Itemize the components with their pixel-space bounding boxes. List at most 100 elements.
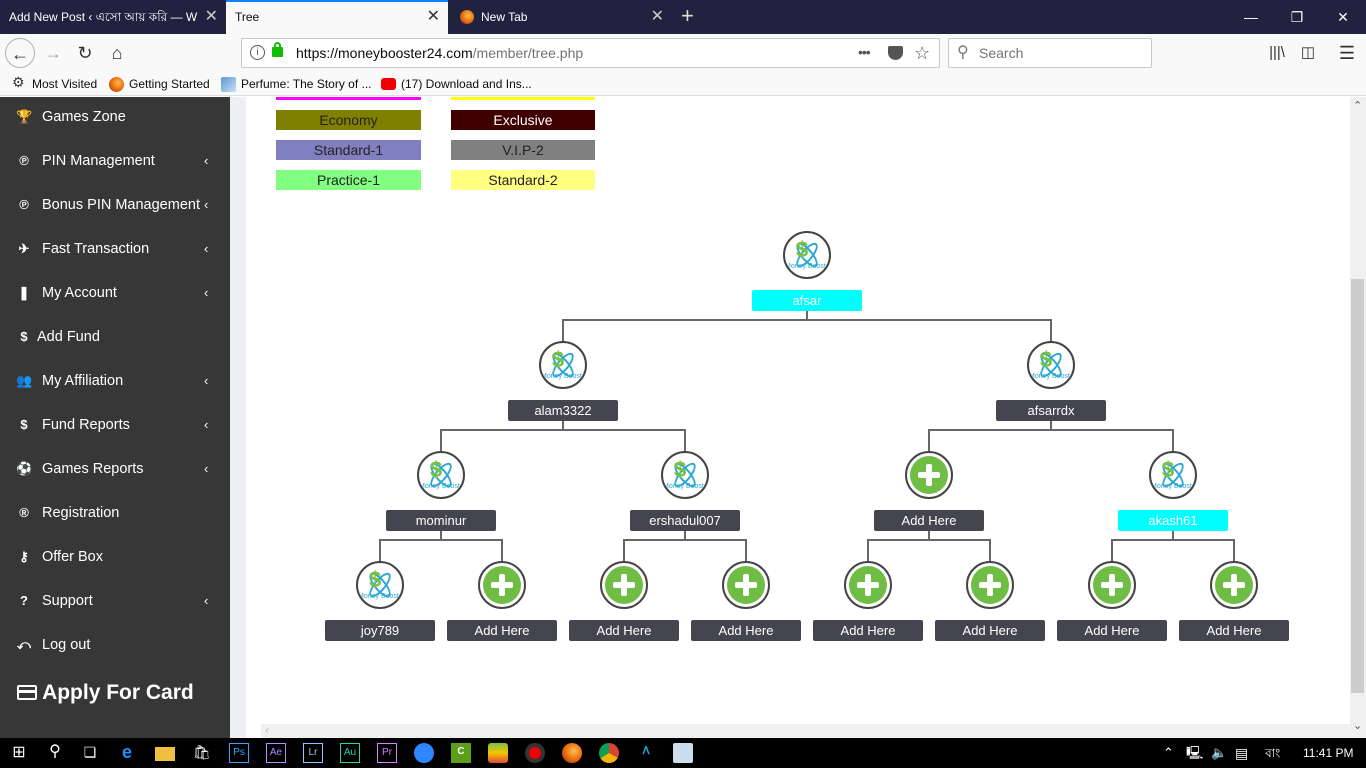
- add-circle[interactable]: [478, 561, 526, 609]
- add-here-button[interactable]: Add Here: [874, 510, 984, 531]
- premiere-icon[interactable]: Pr: [377, 743, 397, 763]
- new-tab-button[interactable]: +: [681, 3, 694, 28]
- add-circle[interactable]: [1088, 561, 1136, 609]
- add-here-button[interactable]: Add Here: [935, 620, 1045, 641]
- after-effects-icon[interactable]: Ae: [266, 743, 286, 763]
- add-circle[interactable]: [966, 561, 1014, 609]
- member-username[interactable]: alam3322: [508, 400, 618, 421]
- close-tab-icon[interactable]: ✕: [204, 8, 218, 25]
- edge-icon[interactable]: e: [121, 742, 132, 762]
- store-icon[interactable]: 🛍: [193, 744, 211, 760]
- tab-add-new-post[interactable]: Add New Post ‹ এসো আয় করি — W ✕: [0, 0, 226, 34]
- restore-button[interactable]: ❐: [1290, 9, 1304, 25]
- add-circle[interactable]: [600, 561, 648, 609]
- avatar[interactable]: $Money Booster: [417, 451, 465, 499]
- messenger-icon[interactable]: [414, 743, 434, 763]
- add-here-button[interactable]: Add Here: [1057, 620, 1167, 641]
- avatar[interactable]: $Money Booster: [783, 231, 831, 279]
- volume-icon[interactable]: 🔈: [1211, 745, 1228, 760]
- clock[interactable]: 11:41 PM: [1303, 746, 1354, 760]
- reload-button[interactable]: ↻: [77, 43, 93, 63]
- bookmark-youtube[interactable]: (17) Download and Ins...: [381, 72, 532, 96]
- scroll-down-arrow[interactable]: ⌄: [1353, 720, 1363, 732]
- chrome-icon[interactable]: [599, 743, 619, 763]
- app-icon[interactable]: ᐱ: [642, 746, 650, 757]
- sidebar-item-my-affiliation[interactable]: 👥My Affiliation‹: [0, 361, 230, 405]
- recorder-icon[interactable]: [525, 743, 545, 763]
- sidebar-item-bonus-pin-management[interactable]: ℗Bonus PIN Management‹: [0, 185, 230, 229]
- bookmark-getting-started[interactable]: Getting Started: [109, 72, 210, 96]
- sidebar-item-log-out[interactable]: ⤺Log out: [0, 625, 230, 669]
- bookmark-perfume[interactable]: Perfume: The Story of ...: [221, 72, 372, 96]
- back-button[interactable]: ←: [5, 38, 35, 68]
- file-explorer-icon[interactable]: [155, 747, 175, 761]
- avatar[interactable]: $Money Booster: [356, 561, 404, 609]
- sidebar-item-fund-reports[interactable]: $Fund Reports‹: [0, 405, 230, 449]
- tray-expand-icon[interactable]: ⌃: [1163, 745, 1174, 760]
- close-tab-icon[interactable]: ✕: [426, 8, 440, 25]
- photoshop-icon[interactable]: Ps: [229, 743, 249, 763]
- audition-icon[interactable]: Au: [340, 743, 360, 763]
- tab-new-tab[interactable]: New Tab ✕: [448, 0, 672, 34]
- member-username[interactable]: joy789: [325, 620, 435, 641]
- close-window-button[interactable]: ✕: [1337, 9, 1349, 25]
- add-circle[interactable]: [905, 451, 953, 499]
- vertical-scrollbar[interactable]: ⌃ ⌄: [1350, 97, 1366, 738]
- camtasia-icon[interactable]: C: [451, 743, 471, 763]
- member-username[interactable]: afsarrdx: [996, 400, 1106, 421]
- notepad-icon[interactable]: [673, 743, 693, 763]
- url-bar[interactable]: i https://moneybooster24.com/member/tree…: [241, 38, 940, 68]
- sidebar-item-fast-transaction[interactable]: ✈Fast Transaction‹: [0, 229, 230, 273]
- add-here-button[interactable]: Add Here: [813, 620, 923, 641]
- language-indicator[interactable]: বাং: [1265, 746, 1281, 760]
- windows-start-icon[interactable]: ⊞: [12, 744, 26, 761]
- member-username[interactable]: ershadul007: [630, 510, 740, 531]
- menu-icon[interactable]: ☰: [1338, 43, 1356, 63]
- avatar[interactable]: $Money Booster: [1027, 341, 1075, 389]
- avatar[interactable]: $Money Booster: [539, 341, 587, 389]
- member-username[interactable]: mominur: [386, 510, 496, 531]
- add-here-button[interactable]: Add Here: [569, 620, 679, 641]
- avatar[interactable]: $Money Booster: [661, 451, 709, 499]
- avatar[interactable]: $Money Booster: [1149, 451, 1197, 499]
- member-username[interactable]: afsar: [752, 290, 862, 311]
- lightroom-icon[interactable]: Lr: [303, 743, 323, 763]
- info-icon[interactable]: i: [250, 45, 265, 60]
- sidebar-item-registration[interactable]: ®Registration: [0, 493, 230, 537]
- apply-for-card-link[interactable]: Apply For Card: [17, 681, 194, 705]
- add-circle[interactable]: [844, 561, 892, 609]
- sidebar-item-games-zone[interactable]: 🏆Games Zone: [0, 97, 230, 141]
- add-circle[interactable]: [1210, 561, 1258, 609]
- action-center-icon[interactable]: ▤: [1235, 745, 1249, 761]
- sidebar-item-pin-management[interactable]: ℗PIN Management‹: [0, 141, 230, 185]
- firefox-taskbar-icon[interactable]: [562, 743, 582, 763]
- pocket-icon[interactable]: [888, 46, 903, 60]
- bookmark-most-visited[interactable]: ⚙ Most Visited: [12, 72, 97, 96]
- sidebar-item-my-account[interactable]: ❚My Account‹: [0, 273, 230, 317]
- add-here-button[interactable]: Add Here: [447, 620, 557, 641]
- search-input[interactable]: Search: [979, 45, 1024, 61]
- close-tab-icon[interactable]: ✕: [650, 8, 664, 25]
- tab-tree[interactable]: Tree ✕: [226, 0, 448, 34]
- bluestacks-icon[interactable]: [488, 743, 508, 763]
- sidebar-item-games-reports[interactable]: ⚽Games Reports‹: [0, 449, 230, 493]
- scroll-thumb[interactable]: [1351, 279, 1364, 693]
- sidebar-item-offer-box[interactable]: ⚷Offer Box: [0, 537, 230, 581]
- scroll-left-arrow[interactable]: ‹: [265, 723, 269, 737]
- network-icon[interactable]: 🖳: [1186, 745, 1204, 760]
- member-username[interactable]: akash61: [1118, 510, 1228, 531]
- sidebar-item-add-fund[interactable]: $Add Fund: [0, 317, 230, 361]
- forward-button[interactable]: →: [44, 43, 62, 63]
- scroll-up-arrow[interactable]: ⌃: [1353, 100, 1363, 112]
- add-here-button[interactable]: Add Here: [1179, 620, 1289, 641]
- task-view-icon[interactable]: ❏: [83, 744, 97, 760]
- minimize-button[interactable]: —: [1244, 9, 1258, 25]
- add-here-button[interactable]: Add Here: [691, 620, 801, 641]
- sidebar-toggle-icon[interactable]: ◫: [1300, 44, 1316, 61]
- add-circle[interactable]: [722, 561, 770, 609]
- page-actions-icon[interactable]: •••: [858, 44, 871, 60]
- horizontal-scrollbar[interactable]: ‹: [261, 723, 1350, 738]
- bookmark-star-icon[interactable]: ☆: [914, 43, 931, 63]
- sidebar-item-support[interactable]: ?Support‹: [0, 581, 230, 625]
- library-icon[interactable]: |||\: [1269, 44, 1285, 61]
